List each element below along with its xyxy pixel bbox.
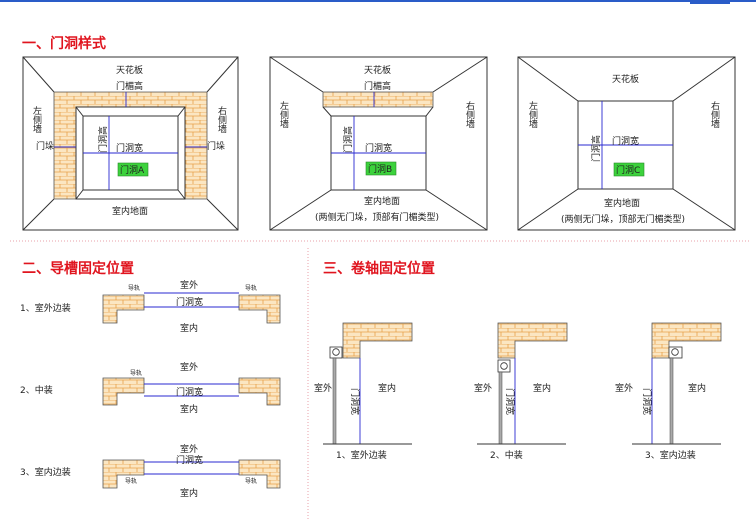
rail-label: 导轨 <box>130 369 142 377</box>
outdoor-label: 室外 <box>180 361 198 373</box>
floor-label: 室内地面 <box>112 205 148 217</box>
rail-label: 导轨 <box>128 284 140 292</box>
indoor-label: 室内 <box>180 322 198 334</box>
width-label: 门洞宽 <box>504 388 516 415</box>
section3-title: 三、卷轴固定位置 <box>323 260 435 277</box>
section2-title: 二、导槽固定位置 <box>22 260 134 277</box>
width-label: 门洞宽 <box>641 388 653 415</box>
left-wall-label: 左侧墙 <box>527 100 538 129</box>
left-jamb-label: 门垛 <box>36 140 54 152</box>
outdoor-label: 室外 <box>615 382 633 394</box>
guide-row-1: 1、室外边装 室外 门洞宽 室内 导轨 导轨 <box>20 279 281 334</box>
room-a: 天花板 门楣高 左侧墙 右侧墙 门垛 门垛 门洞高 门洞宽 门洞A 室内地面 <box>22 56 239 231</box>
rail-label: 导轨 <box>245 284 257 292</box>
guide-row-2: 2、中装 室外 门洞宽 室内 导轨 <box>20 361 281 415</box>
right-wall-label: 右侧墙 <box>709 100 720 129</box>
indoor-label: 室内 <box>688 382 706 394</box>
right-jamb-label: 门垛 <box>207 140 225 152</box>
door-c-label: 门洞C <box>616 164 640 176</box>
door-c-note: (两侧无门垛，顶部无门楣类型) <box>561 213 685 225</box>
guide-row-3: 3、室内边装 室外 门洞宽 室内 导轨 导轨 <box>20 443 281 499</box>
opening-width-label: 门洞宽 <box>612 135 639 147</box>
top-tab <box>690 0 730 4</box>
room-b: 天花板 门楣高 左侧墙 右侧墙 门洞高 门洞宽 门洞B 室内地面 (两侧无门垛，… <box>269 56 488 231</box>
outdoor-label: 室外 <box>180 443 198 455</box>
indoor-label: 室内 <box>180 487 198 499</box>
roller-fig-3: 室外 门洞宽 室内 3、室内边装 <box>615 322 722 461</box>
outdoor-label: 室外 <box>180 279 198 291</box>
rail-label: 导轨 <box>245 477 257 485</box>
left-wall-label: 左侧墙 <box>31 105 42 134</box>
outdoor-label: 室外 <box>314 382 332 394</box>
outdoor-label: 室外 <box>474 382 492 394</box>
floor-label: 室内地面 <box>364 195 400 207</box>
lintel-height-label: 门楣高 <box>116 80 143 92</box>
row-label: 3、室内边装 <box>20 466 71 478</box>
room-c: 天花板 左侧墙 右侧墙 门洞高 门洞宽 门洞C 室内地面 (两侧无门垛，顶部无门… <box>517 56 736 231</box>
floor-label: 室内地面 <box>604 197 640 209</box>
caption: 2、中装 <box>490 449 523 461</box>
width-label: 门洞宽 <box>176 386 203 398</box>
door-a-label: 门洞A <box>120 164 145 176</box>
width-label: 门洞宽 <box>176 296 203 308</box>
opening-width-label: 门洞宽 <box>365 142 392 154</box>
width-label: 门洞宽 <box>176 454 203 466</box>
ceiling-label: 天花板 <box>116 64 143 76</box>
ceiling-label: 天花板 <box>364 64 391 76</box>
indoor-label: 室内 <box>180 403 198 415</box>
caption: 3、室内边装 <box>645 449 696 461</box>
opening-width-label: 门洞宽 <box>116 142 143 154</box>
opening-height-label: 门洞高 <box>342 126 354 153</box>
section1-title: 一、门洞样式 <box>22 35 106 52</box>
top-bar <box>0 0 756 2</box>
indoor-label: 室内 <box>533 382 551 394</box>
right-wall-label: 右侧墙 <box>464 100 475 129</box>
roller-fig-1: 室外 门洞宽 室内 1、室外边装 <box>314 322 413 461</box>
lintel-height-label: 门楣高 <box>364 80 391 92</box>
caption: 1、室外边装 <box>336 449 387 461</box>
door-b-label: 门洞B <box>368 163 392 175</box>
row-label: 1、室外边装 <box>20 302 71 314</box>
right-wall-label: 右侧墙 <box>216 105 227 134</box>
indoor-label: 室内 <box>378 382 396 394</box>
left-wall-label: 左侧墙 <box>278 100 289 129</box>
opening-height-label: 门洞高 <box>97 126 109 153</box>
width-label: 门洞宽 <box>349 388 361 415</box>
roller-fig-2: 室外 门洞宽 室内 2、中装 <box>474 322 568 461</box>
door-b-note: (两侧无门垛，顶部有门楣类型) <box>315 211 439 223</box>
rail-label: 导轨 <box>125 477 137 485</box>
opening-height-label: 门洞高 <box>590 135 602 162</box>
row-label: 2、中装 <box>20 384 53 396</box>
ceiling-label: 天花板 <box>612 73 639 85</box>
